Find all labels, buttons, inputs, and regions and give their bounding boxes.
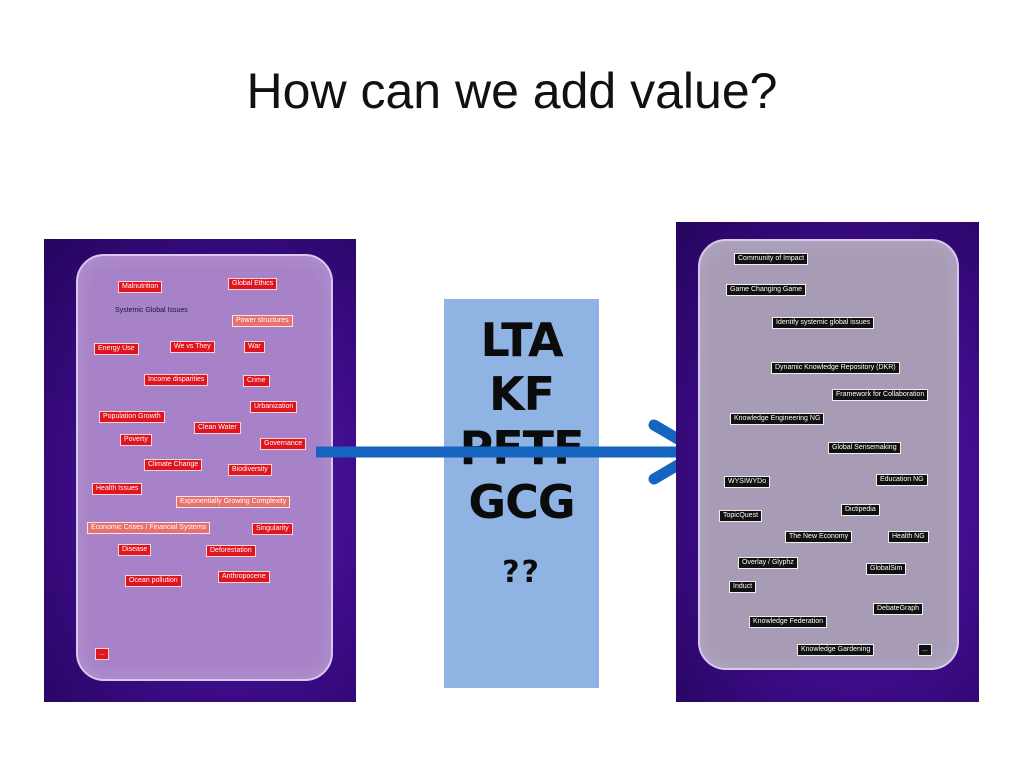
issue-tag: Energy Use — [94, 343, 139, 355]
issue-tag: Poverty — [120, 434, 152, 446]
global-issues-card: Malnutrition Global Ethics Systemic Glob… — [76, 254, 333, 681]
issue-tag: Health Issues — [92, 483, 143, 495]
issue-tag: Global Ethics — [228, 278, 278, 290]
more-tag: ... — [95, 648, 109, 660]
acronym-pftf: PFTF — [459, 421, 585, 475]
issue-tag: Singularity — [252, 523, 293, 535]
issue-tag: Crime — [243, 375, 270, 387]
approach-tag: Dynamic Knowledge Repository (DKR) — [771, 362, 900, 374]
global-issues-panel: Malnutrition Global Ethics Systemic Glob… — [44, 239, 356, 702]
issue-tag: War — [244, 341, 265, 353]
approach-tag: TopicQuest — [719, 510, 763, 522]
more-tag: ... — [918, 644, 932, 656]
issue-tag: Anthropocene — [218, 571, 270, 583]
approach-tag: WYSIWYDo — [724, 476, 771, 488]
question-marks: ?? — [502, 555, 541, 590]
issue-tag: Malnutrition — [118, 281, 163, 293]
approach-tag: Overlay / Glyphz — [738, 557, 798, 569]
approach-tag: GlobalSim — [866, 563, 907, 575]
issue-tag: Disease — [118, 544, 152, 556]
approach-tag: Game Changing Game — [726, 284, 806, 296]
issue-tag: Biodiversity — [228, 464, 272, 476]
approach-tag: DebateGraph — [873, 603, 924, 615]
issue-tag: Population Growth — [99, 411, 165, 423]
issue-tag: Clean Water — [194, 422, 241, 434]
approach-tag: Knowledge Gardening — [797, 644, 875, 656]
issues-heading: Systemic Global Issues — [115, 307, 188, 314]
acronym-kf: KF — [488, 367, 555, 421]
approach-tag: Induct — [729, 581, 757, 593]
issue-tag: We vs They — [170, 341, 215, 353]
approach-tag: Global Sensemaking — [828, 442, 901, 454]
issue-tag: Governance — [260, 438, 307, 450]
issue-tag: Climate Change — [144, 459, 203, 471]
issue-tag: Exponentially Growing Complexity — [176, 496, 291, 508]
approach-tag: Community of Impact — [734, 253, 809, 265]
issue-tag: Power structures — [232, 315, 293, 327]
approach-tag: Knowledge Engineering NG — [730, 413, 825, 425]
acronym-box: LTA KF PFTF GCG ?? — [444, 299, 599, 688]
approach-tag: The New Economy — [785, 531, 853, 543]
approach-tag: Identify systemic global issues — [772, 317, 875, 329]
approaches-card: Community of Impact Game Changing Game I… — [698, 239, 959, 670]
approaches-panel: Community of Impact Game Changing Game I… — [676, 222, 979, 702]
approach-tag: Knowledge Federation — [749, 616, 828, 628]
approach-tag: Education NG — [876, 474, 928, 486]
issue-tag: Economic Crises / Financial Systems — [87, 522, 211, 534]
acronym-gcg: GCG — [468, 475, 575, 529]
approach-tag: Dictipedia — [841, 504, 880, 516]
acronym-lta: LTA — [480, 313, 563, 367]
approach-tag: Health NG — [888, 531, 929, 543]
approach-tag: Framework for Collaboration — [832, 389, 929, 401]
issue-tag: Deforestation — [206, 545, 256, 557]
slide-title: How can we add value? — [246, 63, 778, 119]
issue-tag: Income disparities — [144, 374, 209, 386]
issue-tag: Ocean pollution — [125, 575, 182, 587]
issue-tag: Urbanization — [250, 401, 298, 413]
